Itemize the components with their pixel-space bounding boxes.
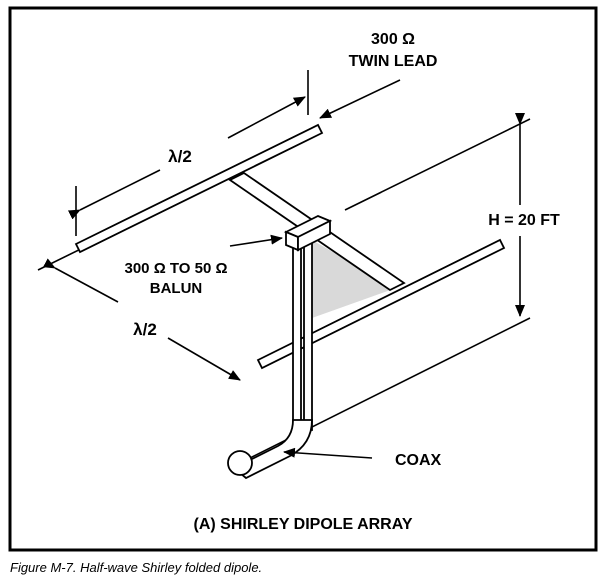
panel-title: (A) SHIRLEY DIPOLE ARRAY xyxy=(194,516,413,533)
balun-label-line1: 300 Ω TO 50 Ω xyxy=(125,260,228,277)
lambda-half-bottom-label: λ/2 xyxy=(133,320,157,339)
balun-label-line2: BALUN xyxy=(150,280,203,297)
perspective-lines xyxy=(37,118,531,459)
balun-box xyxy=(283,215,333,252)
coax-label: COAX xyxy=(395,452,442,469)
diagram-frame xyxy=(8,6,598,552)
coax-cable xyxy=(227,419,313,480)
lambda-half-top-label: λ/2 xyxy=(168,147,192,166)
feed-line xyxy=(292,242,313,431)
twin-lead-label-line2: TWIN LEAD xyxy=(349,53,438,70)
dipole-element-top xyxy=(74,123,324,254)
height-label: H = 20 FT xyxy=(488,212,560,229)
dipole-element-bottom xyxy=(256,238,506,370)
dimension-lines xyxy=(42,70,525,459)
twin-lead-label-line1: 300 Ω xyxy=(371,31,415,48)
figure-caption: Figure M-7. Half-wave Shirley folded dip… xyxy=(10,560,263,575)
shading-wedge xyxy=(312,240,396,318)
